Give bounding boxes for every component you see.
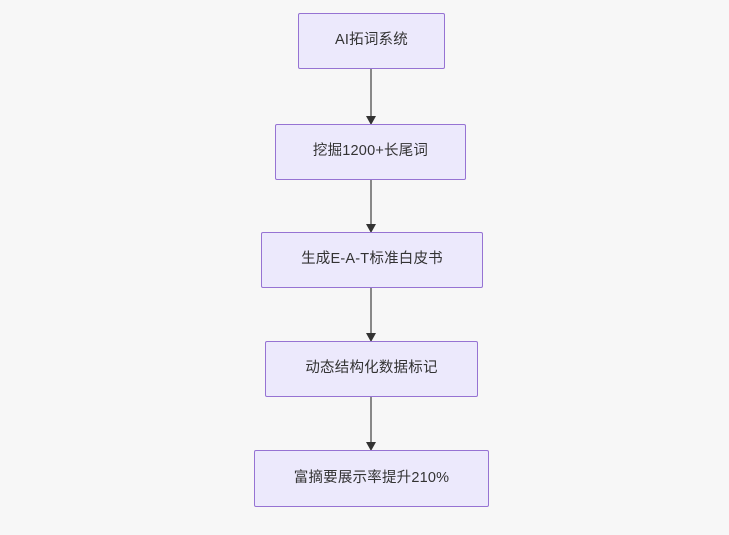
flow-edge-arrowhead-icon — [365, 116, 376, 125]
flow-node-eat-whitepaper[interactable]: 生成E-A-T标准白皮书 — [261, 232, 483, 288]
flow-node-ai-keyword-system[interactable]: AI拓词系统 — [298, 13, 445, 69]
flow-edge-line — [370, 397, 372, 442]
flow-edge-line — [370, 288, 372, 333]
flow-edge-arrowhead-icon — [365, 333, 376, 342]
flow-node-rich-snippet-result[interactable]: 富摘要展示率提升210% — [254, 450, 489, 507]
flow-node-longtail-keywords[interactable]: 挖掘1200+长尾词 — [275, 124, 466, 180]
flow-node-label: 富摘要展示率提升210% — [293, 469, 450, 486]
flow-edge-arrowhead-icon — [365, 442, 376, 451]
flow-edge-line — [370, 69, 372, 116]
flow-node-label: 生成E-A-T标准白皮书 — [301, 251, 443, 268]
flow-node-label: AI拓词系统 — [335, 32, 408, 49]
flow-node-structured-data-markup[interactable]: 动态结构化数据标记 — [265, 341, 478, 397]
flow-edge-line — [370, 180, 372, 224]
flow-node-label: 动态结构化数据标记 — [305, 360, 438, 377]
flow-edge-arrowhead-icon — [365, 224, 376, 233]
flow-node-label: 挖掘1200+长尾词 — [312, 143, 429, 160]
